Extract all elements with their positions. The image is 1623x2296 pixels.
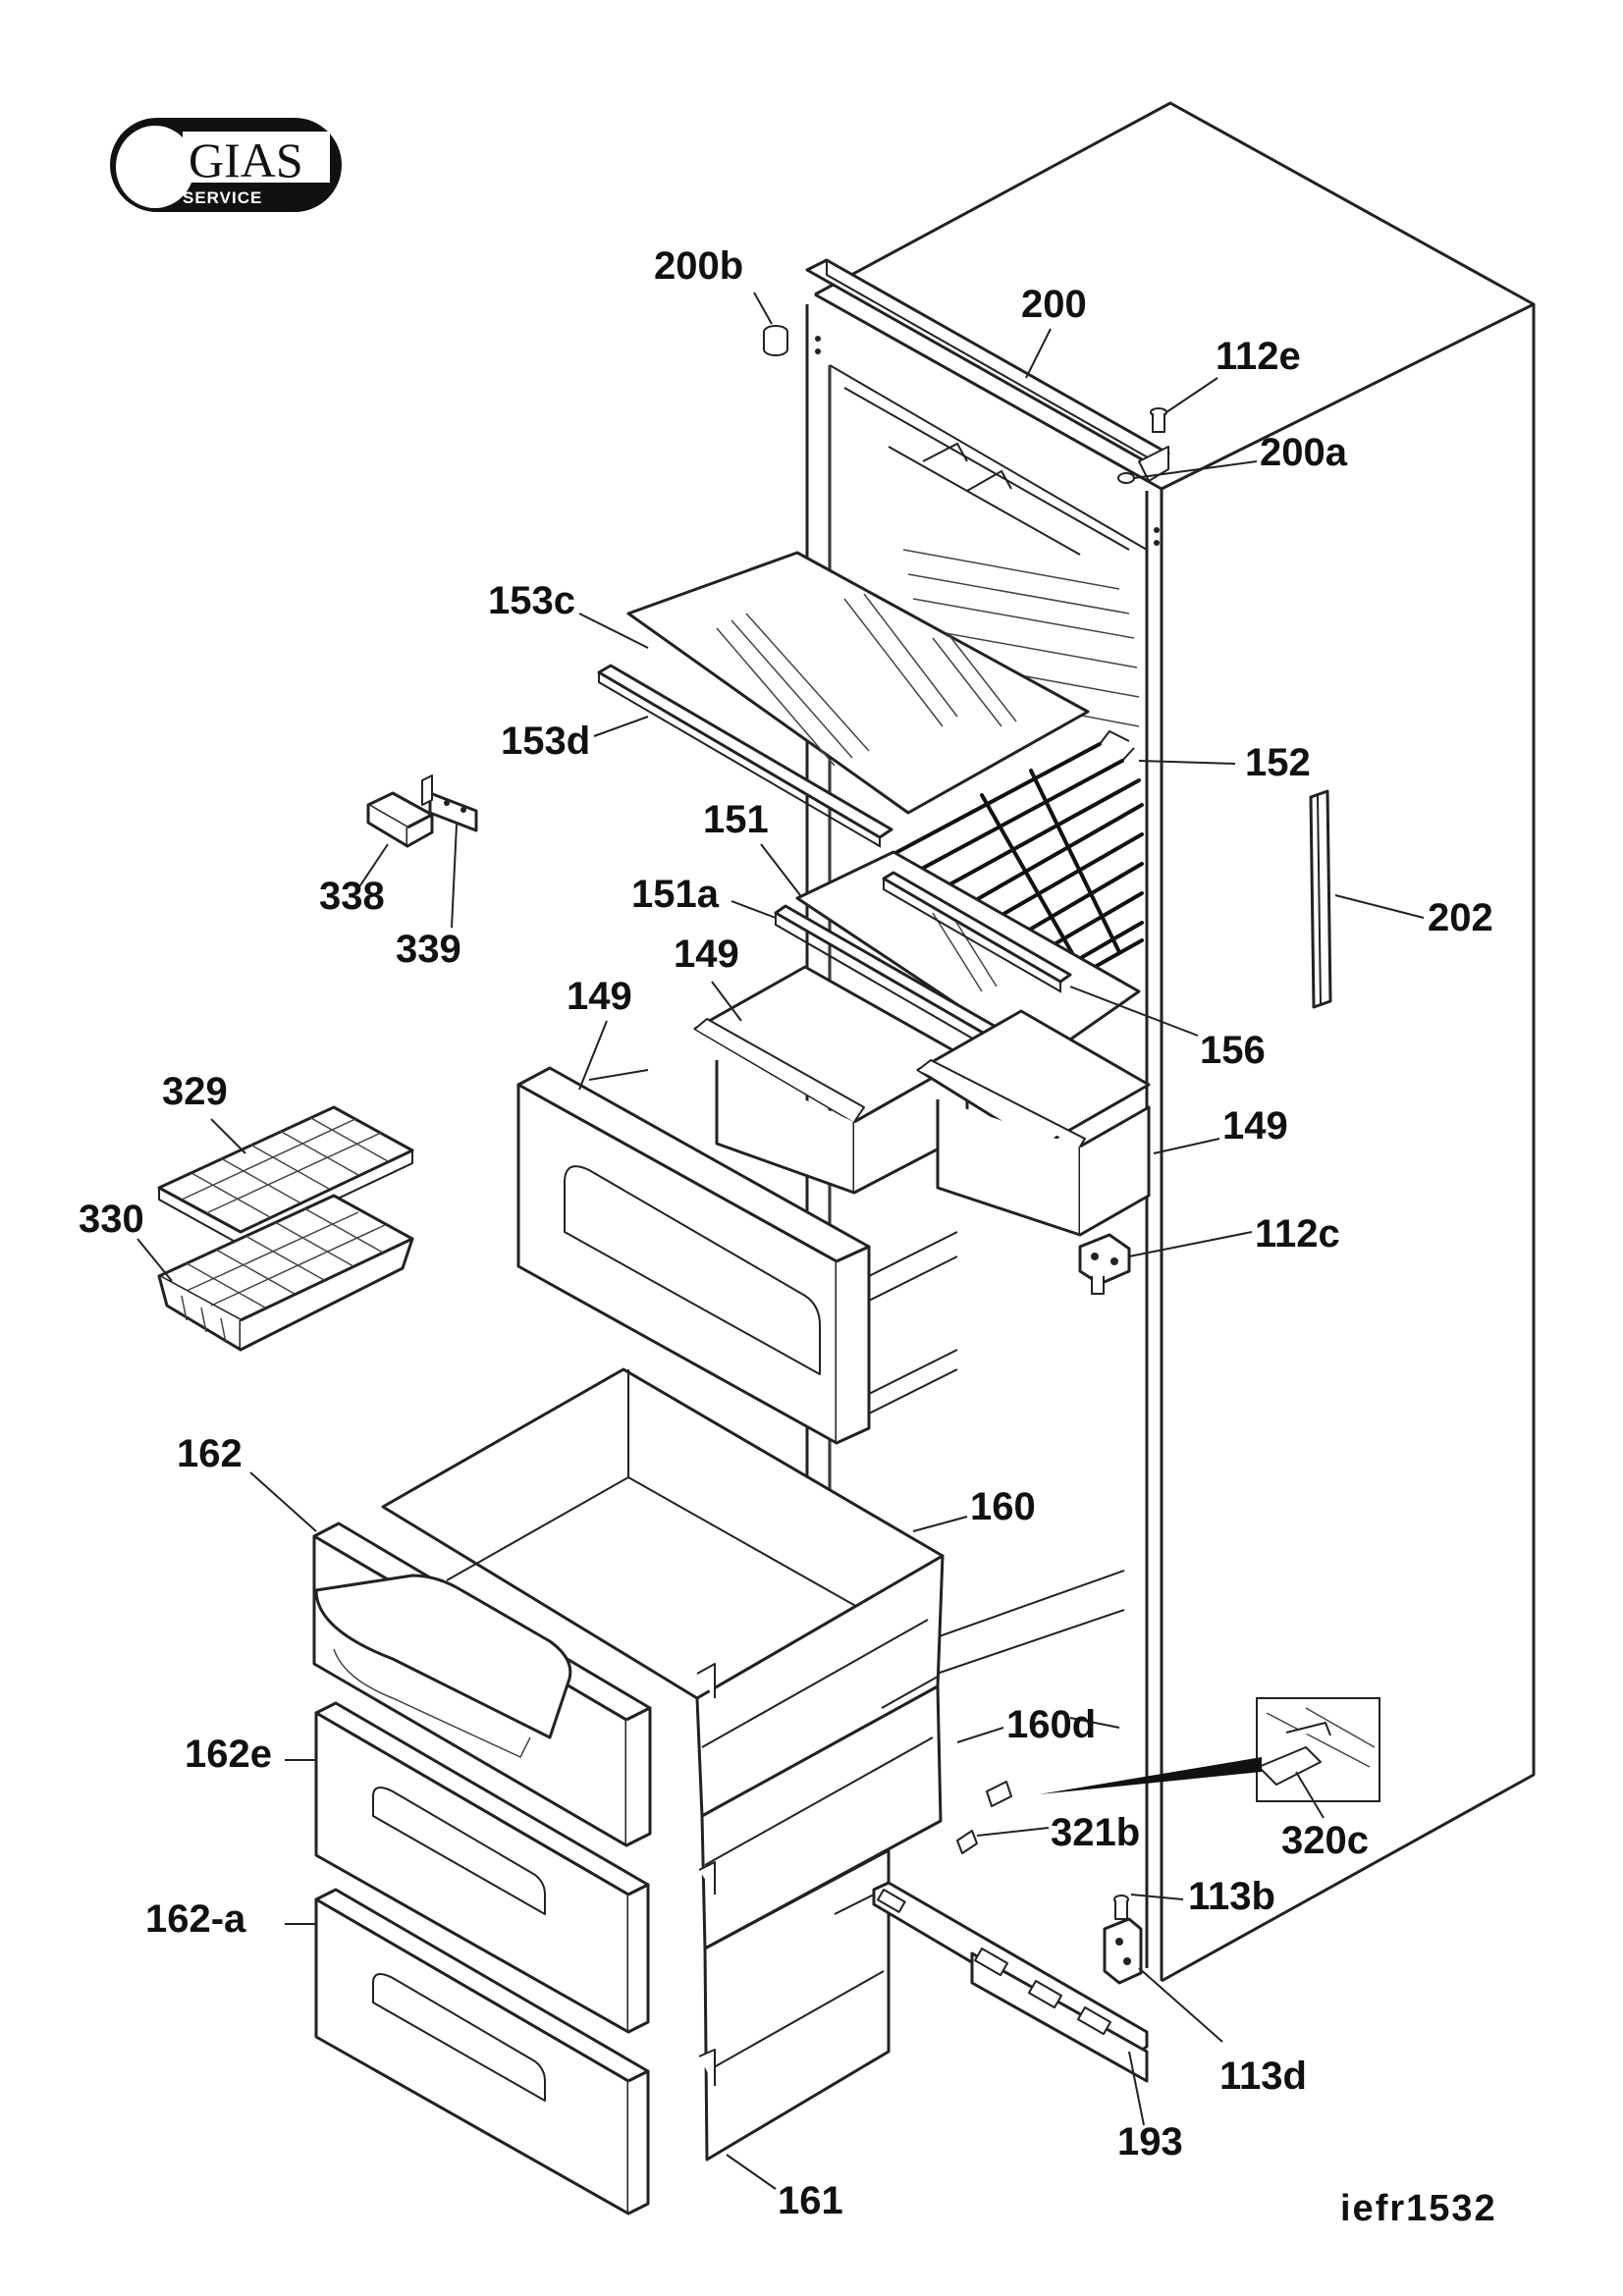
logo-name: GIAS <box>189 133 303 187</box>
shelf-front-profile <box>597 664 893 848</box>
leader-lines <box>136 292 1425 2190</box>
label-329: 329 <box>162 1070 228 1113</box>
label-202: 202 <box>1428 896 1493 939</box>
label-151: 151 <box>703 798 769 841</box>
label-113b: 113b <box>1188 1875 1275 1918</box>
drawer-bottom <box>698 1848 891 2162</box>
drawer-front-top <box>312 1522 652 1847</box>
label-162-a: 162-a <box>145 1897 246 1941</box>
top-frame-strip <box>805 258 1170 482</box>
drawer-middle <box>698 1676 943 1950</box>
label-339: 339 <box>396 928 461 971</box>
drawer-front-bottom <box>314 1888 650 2216</box>
ice-cube-tray <box>157 1194 414 1352</box>
label-162e: 162e <box>185 1733 272 1776</box>
hinge-cap <box>763 325 788 356</box>
label-321b: 321b <box>1051 1811 1140 1854</box>
gias-service-logo: GIAS SERVICE <box>110 118 342 212</box>
glass-shelf <box>626 551 1090 815</box>
hinge-bracket-small <box>421 774 478 832</box>
label-200b: 200b <box>654 244 743 288</box>
ice-tray-lid <box>157 1105 414 1247</box>
drawer-top <box>381 1367 945 1818</box>
detail-inset-box <box>1256 1697 1380 1802</box>
crisper-left <box>693 965 969 1195</box>
label-161: 161 <box>778 2179 843 2222</box>
label-149-inner: 149 <box>674 933 739 976</box>
pin-top <box>1117 472 1135 484</box>
label-149-front: 149 <box>567 975 632 1018</box>
label-160: 160 <box>970 1485 1036 1528</box>
label-338: 338 <box>319 875 385 918</box>
part-labels: 200b 200 112e 200a 153c 153d 152 202 151… <box>79 244 1493 2222</box>
label-151a: 151a <box>631 873 720 916</box>
screw-top <box>1150 407 1167 433</box>
label-113d: 113d <box>1219 2055 1307 2098</box>
label-153d: 153d <box>501 720 590 763</box>
freezer-flap <box>516 1066 958 1445</box>
side-gasket <box>1309 789 1332 1009</box>
drawing-code: iefr1532 <box>1340 2188 1497 2229</box>
label-200a: 200a <box>1260 431 1348 474</box>
middle-hinge <box>1078 1233 1131 1295</box>
label-112c: 112c <box>1255 1212 1340 1255</box>
drawer-rail-clip <box>986 1781 1012 1807</box>
label-160d: 160d <box>1006 1703 1096 1746</box>
label-153c: 153c <box>488 579 575 622</box>
label-330: 330 <box>79 1198 144 1241</box>
bottom-hinge-pin <box>1113 1895 1129 1920</box>
label-156: 156 <box>1200 1029 1266 1072</box>
crisper-rear-profile <box>882 871 1072 993</box>
label-152: 152 <box>1245 741 1311 784</box>
drawer-front-middle <box>314 1701 650 2034</box>
crisper-right <box>916 1009 1151 1237</box>
bottom-hinge <box>1103 1917 1143 1985</box>
kick-plate <box>872 1881 1149 2083</box>
label-162: 162 <box>177 1432 243 1475</box>
label-149-right: 149 <box>1222 1104 1288 1148</box>
label-112e: 112e <box>1216 335 1301 378</box>
logo-sub: SERVICE <box>183 188 262 207</box>
detail-pointer <box>1039 1757 1262 1794</box>
label-200: 200 <box>1021 283 1087 326</box>
label-193: 193 <box>1117 2120 1183 2163</box>
label-320c: 320c <box>1281 1819 1369 1862</box>
small-clip <box>956 1830 978 1854</box>
